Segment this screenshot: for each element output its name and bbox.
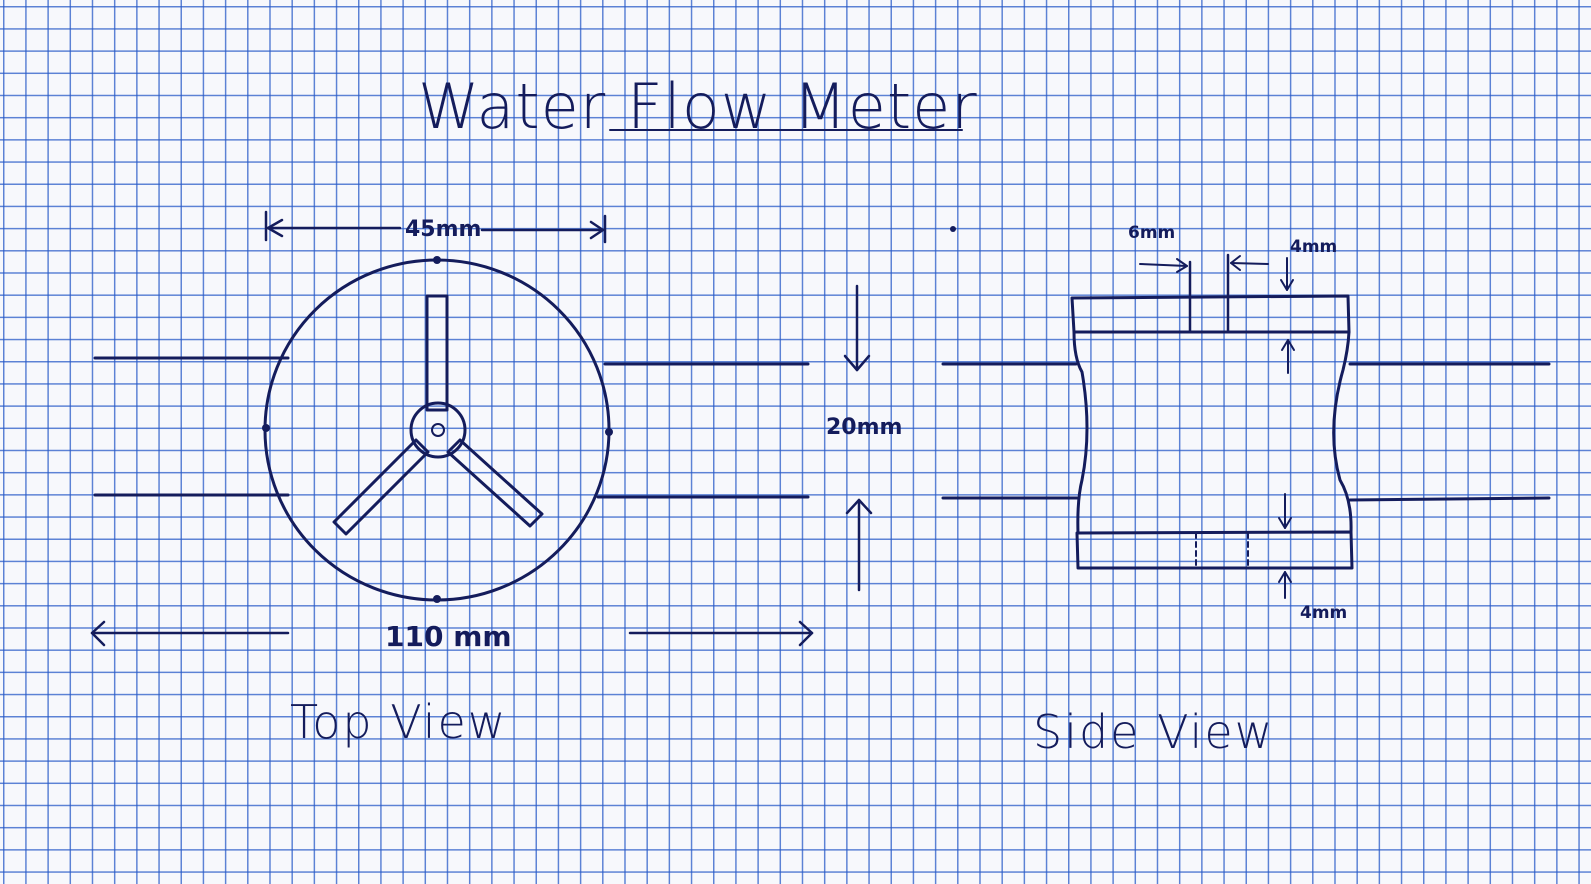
turbine-axle (431, 423, 445, 437)
housing-top-cap (1070, 294, 1351, 334)
side-pipe-lower-right (1348, 496, 1551, 502)
dim-20-arrow-bottom (845, 498, 873, 515)
turbine-blade-left (332, 438, 430, 536)
dim-6-arrow-left-line (1139, 263, 1188, 267)
circle-point-bottom (433, 595, 441, 603)
turbine-blade-up (425, 294, 449, 412)
housing-circle (263, 258, 611, 602)
dim-4-top-head-upper (1280, 279, 1294, 291)
housing-left-wall (1072, 330, 1089, 535)
dim-20-label: 20mm (826, 415, 902, 440)
circle-point-top (433, 256, 441, 264)
dim-6-arrow-right-line (1230, 262, 1269, 265)
pipe-dimension: 20mm (826, 226, 956, 592)
dim-45-arrow-right (589, 220, 605, 240)
dim-110-label: 110 mm (385, 620, 512, 653)
dim-110-arrow-right (798, 620, 814, 647)
diagram-title: Water Flow Meter (418, 70, 978, 143)
dim-45-label: 45mm (405, 217, 481, 242)
housing-bottom-cap (1075, 530, 1354, 570)
top-view-label: Top View (290, 695, 507, 749)
circle-point-left (262, 424, 270, 432)
stray-dot (950, 226, 956, 232)
top-view: 45mm 110 mm Top View (90, 210, 814, 749)
dim-6-label: 6mm (1128, 223, 1175, 243)
housing-right-wall (1332, 330, 1353, 534)
dim-6-arrow-left-head (1176, 258, 1188, 273)
turbine-hub (409, 401, 467, 459)
dim-45-arrow-left (266, 218, 284, 238)
dim-4-top-label: 4mm (1290, 237, 1337, 257)
side-view-label: Side View (1033, 705, 1274, 759)
dim-6-arrow-right-head (1230, 255, 1241, 271)
turbine-blade-right (446, 438, 544, 528)
circle-point-right (605, 428, 613, 436)
dim-4-bottom-head-upper (1278, 517, 1292, 529)
dim-4-bottom-label: 4mm (1300, 603, 1347, 623)
side-view: 6mm 4mm 4mm Side View (941, 223, 1551, 759)
turbine (332, 294, 544, 536)
dim-20-arrow-top (843, 354, 871, 372)
dim-4-top-head-lower (1281, 339, 1295, 351)
dim-4-bottom-head-lower (1278, 571, 1292, 583)
dim-110-arrow-left (90, 620, 106, 647)
